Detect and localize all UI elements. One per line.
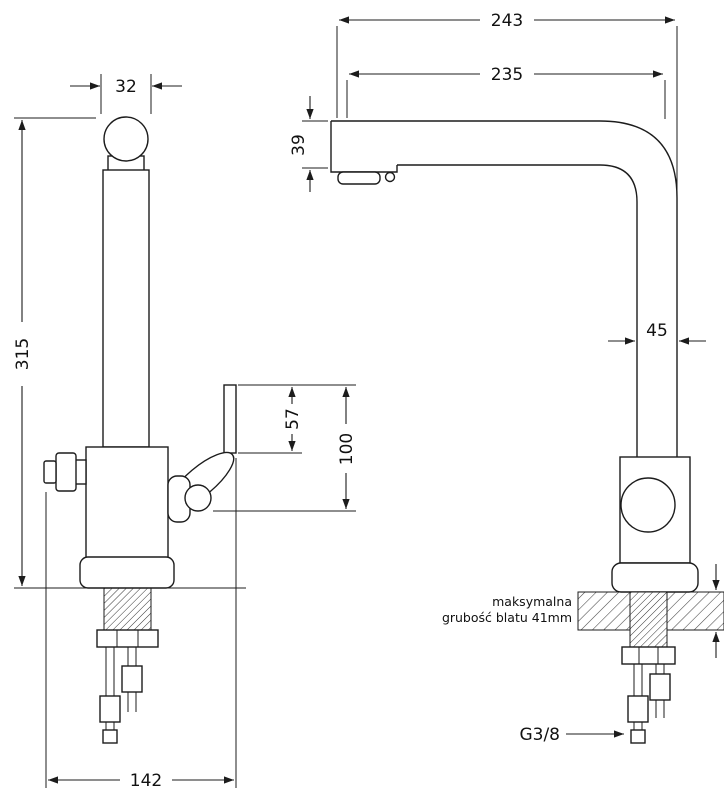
counter-note: maksymalna grubość blatu 41mm (442, 594, 572, 625)
stud-end (102, 729, 118, 744)
spout-head-side (330, 121, 398, 173)
dim-label-39: 39 (289, 134, 309, 156)
filter-lever (43, 452, 87, 492)
mixer-handle (167, 384, 237, 523)
threaded-shank-side (629, 591, 668, 648)
counter-note-line2: grubość blatu 41mm (442, 610, 572, 625)
aerator (337, 171, 381, 185)
mounting-nut-side (621, 646, 676, 665)
dim-label-243: 243 (491, 11, 523, 31)
dim-label-57: 57 (283, 408, 303, 430)
aerator-detail (384, 171, 396, 183)
hose-fitting (649, 673, 671, 701)
dim-label-315: 315 (13, 338, 33, 370)
hose-fitting (99, 695, 121, 723)
side-view (330, 120, 724, 744)
counter-note-line1: maksymalna (492, 594, 572, 609)
dim-label-32: 32 (115, 77, 137, 97)
dim-spout-height: 39 (289, 96, 328, 192)
faucet-neck (102, 169, 150, 448)
front-undermount (96, 587, 159, 744)
thread-label: G3/8 (519, 725, 560, 745)
faucet-body-front (85, 446, 169, 560)
dim-total-height: 315 (13, 117, 96, 589)
handle-stick (223, 384, 237, 454)
dim-spout-width: 32 (70, 74, 182, 114)
spout-inner-edge (397, 164, 638, 457)
dim-spout-reach: 235 (346, 65, 666, 119)
mounting-nut-front (96, 629, 159, 648)
dim-overall-reach: 243 (336, 11, 678, 196)
stud-end (630, 729, 646, 744)
dim-handle-span: 100 (213, 387, 357, 512)
dim-base-span: 142 (45, 458, 237, 791)
thread-callout: G3/8 (519, 725, 624, 745)
front-view (43, 116, 246, 744)
dim-label-235: 235 (491, 65, 523, 85)
hose-fitting (627, 695, 649, 723)
hose-fitting (121, 665, 143, 693)
faucet-base-side (611, 562, 699, 593)
dim-label-142: 142 (130, 771, 162, 791)
side-undermount (627, 664, 671, 744)
dim-label-100: 100 (337, 433, 357, 465)
pivot-side (620, 477, 676, 533)
dim-label-45: 45 (646, 321, 668, 341)
dim-column-width: 45 (608, 321, 706, 345)
dim-lever-height: 57 (238, 384, 356, 454)
faucet-base-front (79, 556, 175, 589)
threaded-shank-front (103, 587, 152, 631)
handle-pivot (184, 484, 212, 512)
spout-head-front (103, 116, 149, 162)
